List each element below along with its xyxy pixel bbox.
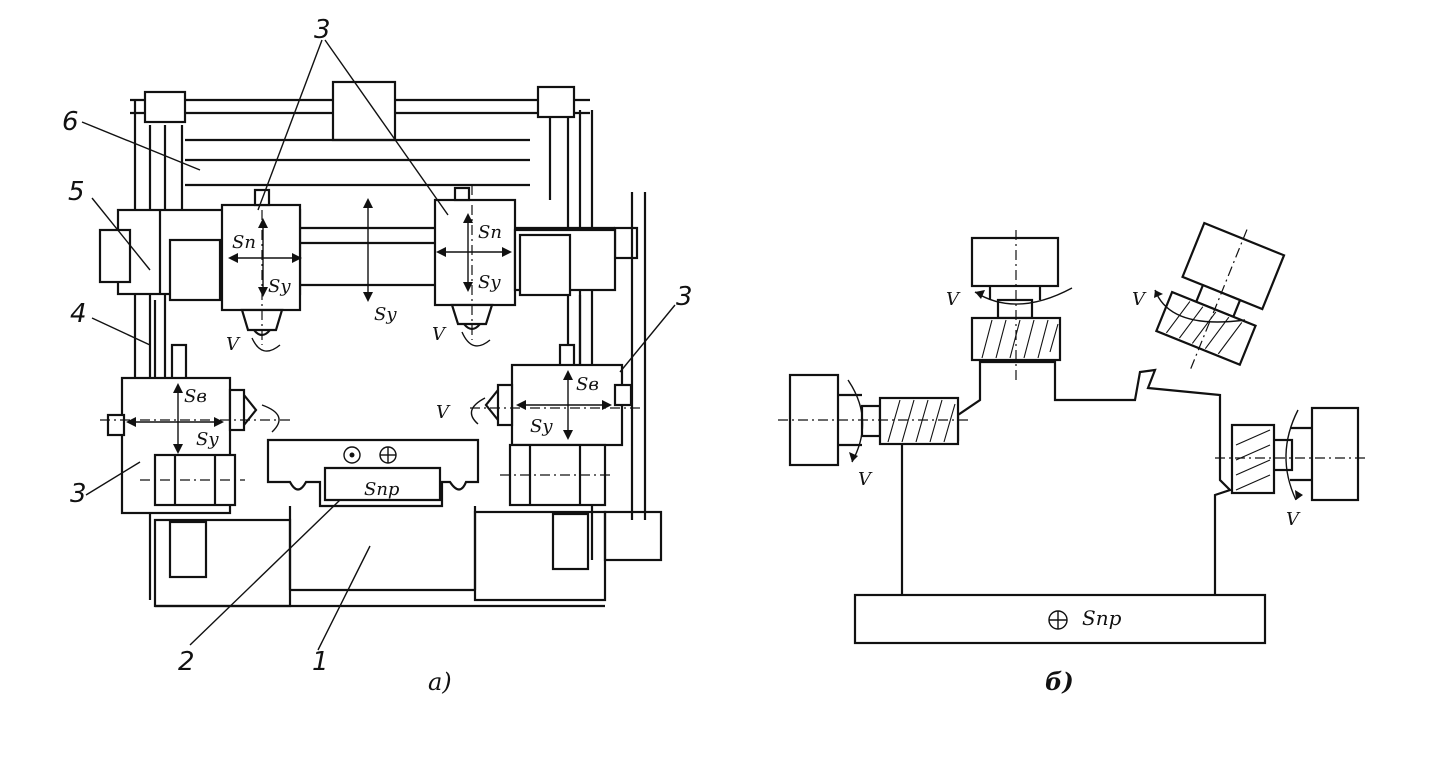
rotation-v-left: V xyxy=(858,469,873,490)
rotation-v-tilted: V xyxy=(1132,289,1147,310)
callout-1: 1 xyxy=(312,647,329,677)
caption-b: б) xyxy=(1045,667,1074,696)
feed-sn-left: Sп xyxy=(232,232,256,253)
callout-2: 2 xyxy=(178,647,195,677)
feed-sy-lower-left: Sy xyxy=(196,429,219,450)
rotation-v-right: V xyxy=(1286,509,1301,530)
feed-spr-a: Sпр xyxy=(364,479,400,500)
rotation-v-top: V xyxy=(946,289,961,310)
feed-sy-lower-right: Sy xyxy=(530,416,553,437)
callout-6: 6 xyxy=(62,107,79,137)
feed-sb-right: Sв xyxy=(576,374,599,395)
feed-sb-left: Sв xyxy=(184,386,207,407)
callout-3-top: 3 xyxy=(314,15,331,45)
figure-b-machining-scheme xyxy=(778,221,1368,645)
feed-sy-right: Sy xyxy=(478,272,501,293)
callout-5: 5 xyxy=(68,177,85,207)
caption-a: а) xyxy=(428,668,452,696)
feed-sy-center: Sy xyxy=(374,304,397,325)
feed-sn-right: Sп xyxy=(478,222,502,243)
callout-3-right: 3 xyxy=(676,282,693,312)
callout-4: 4 xyxy=(70,299,87,329)
rotation-v-1: V xyxy=(226,334,241,355)
rotation-v-3: V xyxy=(436,402,451,423)
callout-3-left: 3 xyxy=(70,479,87,509)
rotation-v-2: V xyxy=(432,324,447,345)
figure-a-machine xyxy=(81,39,676,651)
feed-spr-b: Sпр xyxy=(1082,606,1122,630)
feed-sy-left: Sy xyxy=(268,276,291,297)
